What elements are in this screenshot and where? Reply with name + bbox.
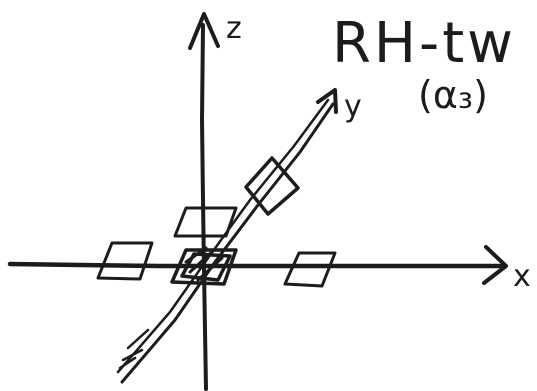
origin-scribble [184, 246, 224, 282]
z-axis-label: z [226, 11, 242, 46]
subtitle-text: (α₃) [418, 73, 488, 117]
y-axis-hatch [118, 328, 150, 370]
x-axis [7, 261, 506, 269]
x-axis-label: x [513, 259, 531, 294]
z-axis-arrowhead [188, 12, 220, 50]
y-axis-label: y [344, 89, 362, 124]
box-y-upper [244, 156, 300, 216]
box-origin [170, 248, 238, 286]
y-axis-arrowhead [316, 88, 338, 114]
y-axis [120, 102, 335, 384]
box-x-right [283, 251, 337, 288]
box-z [173, 206, 238, 238]
box-x-left [96, 241, 154, 281]
title-text: RH-tw [332, 11, 516, 76]
x-axis-arrowhead [482, 245, 508, 285]
